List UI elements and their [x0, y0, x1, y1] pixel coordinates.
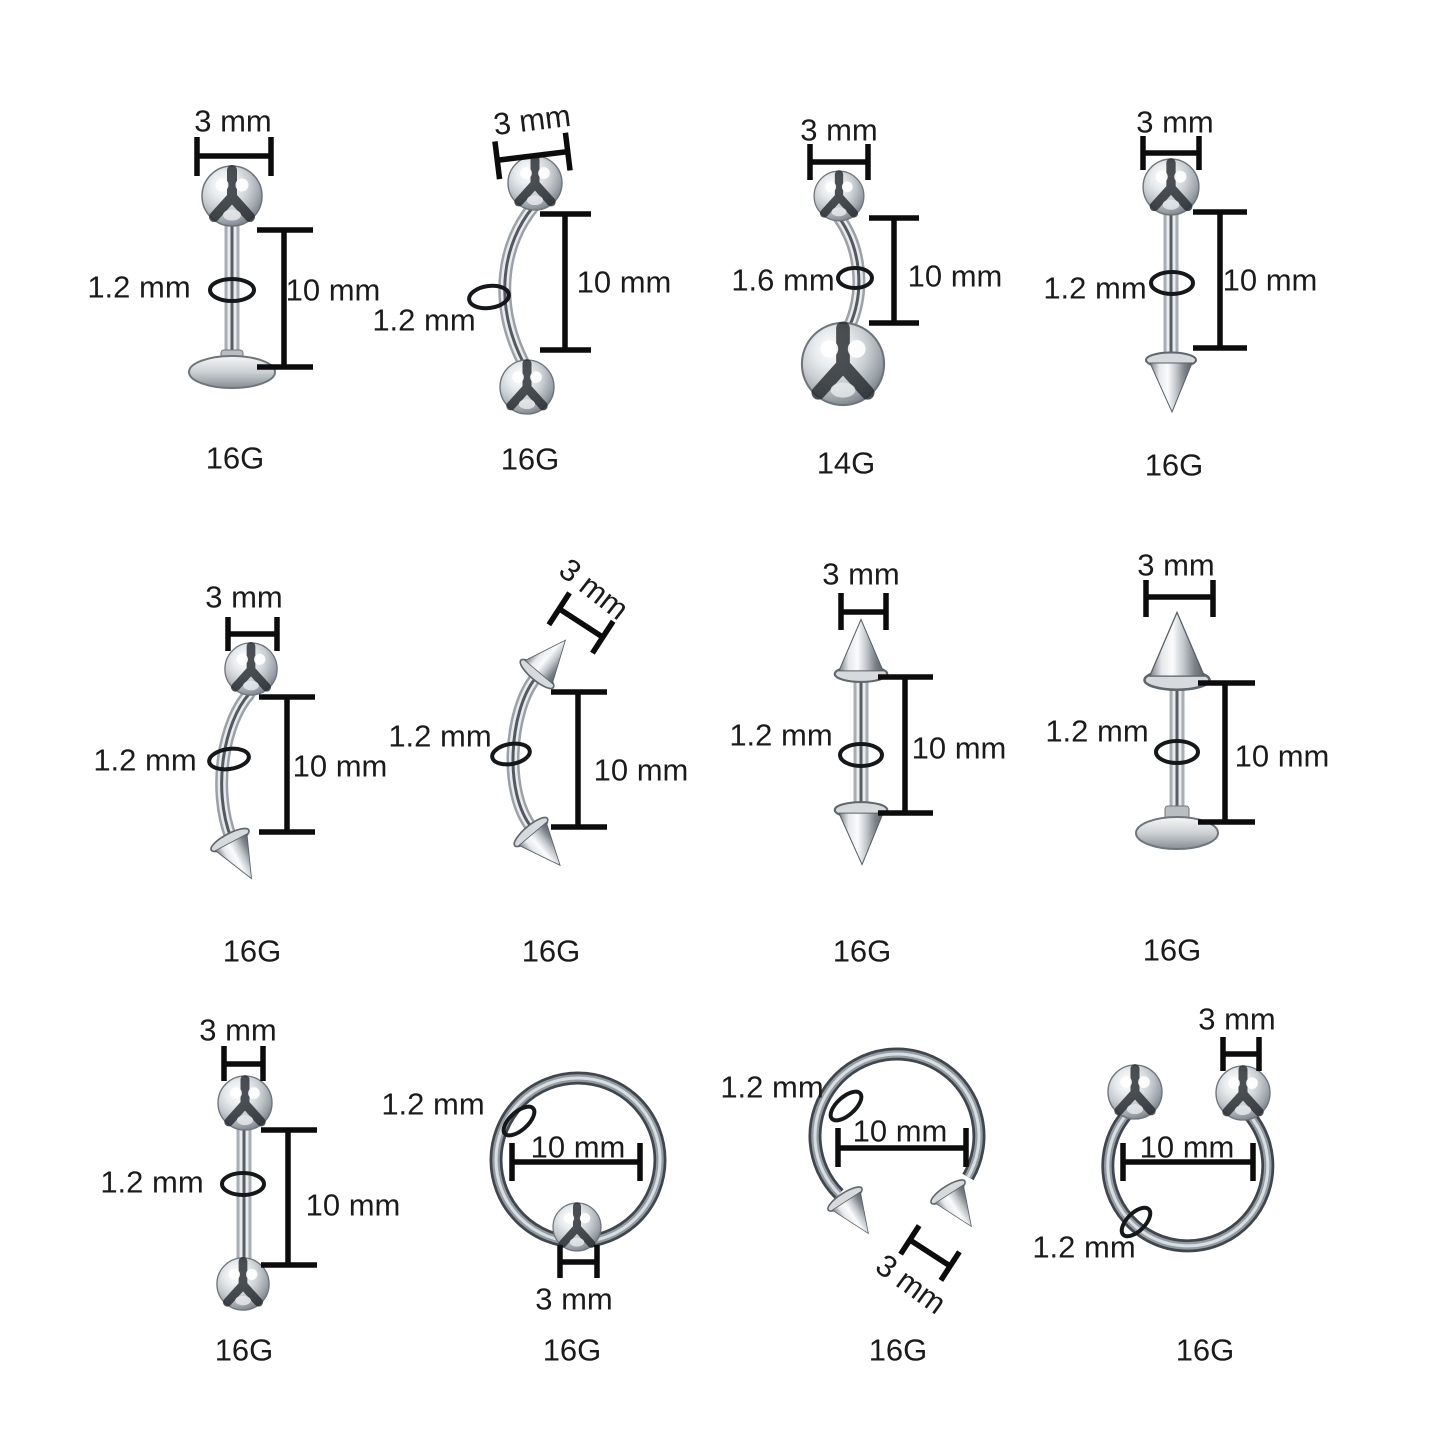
- length-label: 10 mm: [911, 730, 1007, 766]
- jewelry-curved-ball-spike: [207, 617, 315, 890]
- bar-thickness-ring-icon: [490, 741, 532, 767]
- gauge-label: 16G: [500, 441, 560, 477]
- length-bracket: [1193, 209, 1247, 351]
- length-label: 10 mm: [593, 752, 689, 788]
- length-label: 10 mm: [292, 748, 388, 784]
- ball-width-bracket: [807, 144, 871, 180]
- length-bracket: [259, 694, 315, 835]
- ball-diameter-label: 3 mm: [1136, 104, 1214, 140]
- diameter-bracket: [509, 1143, 643, 1181]
- length-bracket: [540, 211, 591, 353]
- gauge-label: 16G: [832, 933, 892, 969]
- jewelry-captive-bead-ring: [489, 1071, 667, 1278]
- gauge-label: 16G: [1142, 932, 1202, 968]
- bar-thickness-ring-icon: [838, 742, 884, 768]
- gauge-label: 16G: [205, 440, 265, 476]
- ball-width-bracket: [546, 591, 616, 655]
- bar-thickness-ring-icon: [501, 1104, 537, 1138]
- gauge-label: 14G: [816, 445, 876, 481]
- bar-thickness-ring-icon: [1154, 739, 1200, 765]
- bar-thickness-label: 1.2 mm: [93, 742, 197, 778]
- ball-width-bracket: [1140, 136, 1202, 170]
- bar-thickness-label: 1.2 mm: [1032, 1229, 1136, 1265]
- ball-diameter-label: 3 mm: [491, 97, 573, 143]
- length-bracket: [1198, 680, 1255, 825]
- length-bracket: [257, 227, 313, 370]
- ball-width-bracket: [225, 617, 280, 651]
- ball-width-bracket: [221, 1046, 266, 1081]
- jewelry-curved-two-spikes: [490, 591, 616, 881]
- ball-width-bracket: [557, 1245, 600, 1278]
- ball-width-bracket: [838, 593, 889, 630]
- ball-width-bracket: [1220, 1037, 1262, 1071]
- gauge-label: 16G: [521, 933, 581, 969]
- bar-thickness-ring-icon: [207, 746, 251, 772]
- jewelry-barbell-two-spikes: [833, 593, 933, 866]
- jewelry-labret-ball: [188, 137, 313, 389]
- length-label: 10 mm: [285, 272, 381, 308]
- bar-thickness-label: 1.2 mm: [381, 1086, 485, 1122]
- bar-thickness-ring-icon: [208, 277, 256, 303]
- bar-thickness-label: 1.2 mm: [87, 269, 191, 305]
- gauge-label: 16G: [222, 933, 282, 969]
- bar-thickness-label: 1.2 mm: [388, 718, 492, 754]
- length-bracket: [878, 674, 933, 816]
- gauge-label: 16G: [1175, 1332, 1235, 1368]
- length-bracket: [869, 215, 919, 326]
- length-label: 10 mm: [907, 258, 1003, 294]
- bar-thickness-ring-icon: [467, 283, 511, 311]
- ball-diameter-label: 3 mm: [194, 103, 272, 139]
- gauge-label: 16G: [542, 1332, 602, 1368]
- bar-thickness-ring-icon: [836, 266, 874, 290]
- bar-thickness-label: 1.2 mm: [100, 1164, 204, 1200]
- ball-width-bracket: [898, 1224, 962, 1282]
- jewelry-barbell-two-balls: [217, 1046, 317, 1310]
- ball-diameter-label: 3 mm: [199, 1012, 277, 1048]
- length-bracket: [261, 1127, 317, 1268]
- diameter-bracket: [835, 1128, 969, 1167]
- gauge-label: 16G: [1144, 447, 1204, 483]
- jewelry-labret-cone: [1135, 580, 1255, 850]
- ball-width-bracket: [194, 137, 274, 176]
- bar-thickness-label: 1.2 mm: [1043, 270, 1147, 306]
- ball-diameter-label: 3 mm: [800, 112, 878, 148]
- ball-width-bracket: [1143, 580, 1216, 617]
- bar-thickness-label: 1.2 mm: [720, 1069, 824, 1105]
- length-label: 10 mm: [1234, 738, 1330, 774]
- length-label: 10 mm: [576, 264, 672, 300]
- bar-thickness-label: 1.2 mm: [372, 302, 476, 338]
- bar-thickness-label: 1.6 mm: [731, 262, 835, 298]
- ball-diameter-label: 3 mm: [1137, 547, 1215, 583]
- jewelry-horseshoe-balls: [1101, 1037, 1270, 1253]
- diameter-label: 10 mm: [1139, 1129, 1235, 1165]
- bar-thickness-label: 1.2 mm: [1045, 713, 1149, 749]
- length-label: 10 mm: [1222, 262, 1318, 298]
- ball-diameter-label: 3 mm: [822, 556, 900, 592]
- bar-thickness-label: 1.2 mm: [729, 717, 833, 753]
- jewelry-horseshoe-spikes: [808, 1047, 989, 1282]
- ball-diameter-label: 3 mm: [535, 1281, 613, 1317]
- ball-width-bracket: [492, 132, 573, 180]
- ball-diameter-label: 3 mm: [1198, 1001, 1276, 1037]
- jewelry-belly-ring: [802, 144, 919, 405]
- jewelry-curved-barbell-balls: [467, 132, 591, 414]
- length-bracket: [551, 689, 607, 830]
- ball-diameter-label: 3 mm: [205, 579, 283, 615]
- bar-thickness-ring-icon: [220, 1171, 266, 1197]
- bar-thickness-ring-icon: [828, 1089, 864, 1123]
- gauge-label: 16G: [868, 1332, 928, 1368]
- jewelry-barbell-ball-spike: [1140, 136, 1247, 413]
- length-label: 10 mm: [305, 1187, 401, 1223]
- gauge-label: 16G: [214, 1332, 274, 1368]
- bar-thickness-ring-icon: [1149, 270, 1195, 296]
- diameter-label: 10 mm: [852, 1113, 948, 1149]
- bar-thickness-ring-icon: [1119, 1205, 1153, 1239]
- diameter-label: 10 mm: [530, 1129, 626, 1165]
- diameter-bracket: [1120, 1143, 1256, 1181]
